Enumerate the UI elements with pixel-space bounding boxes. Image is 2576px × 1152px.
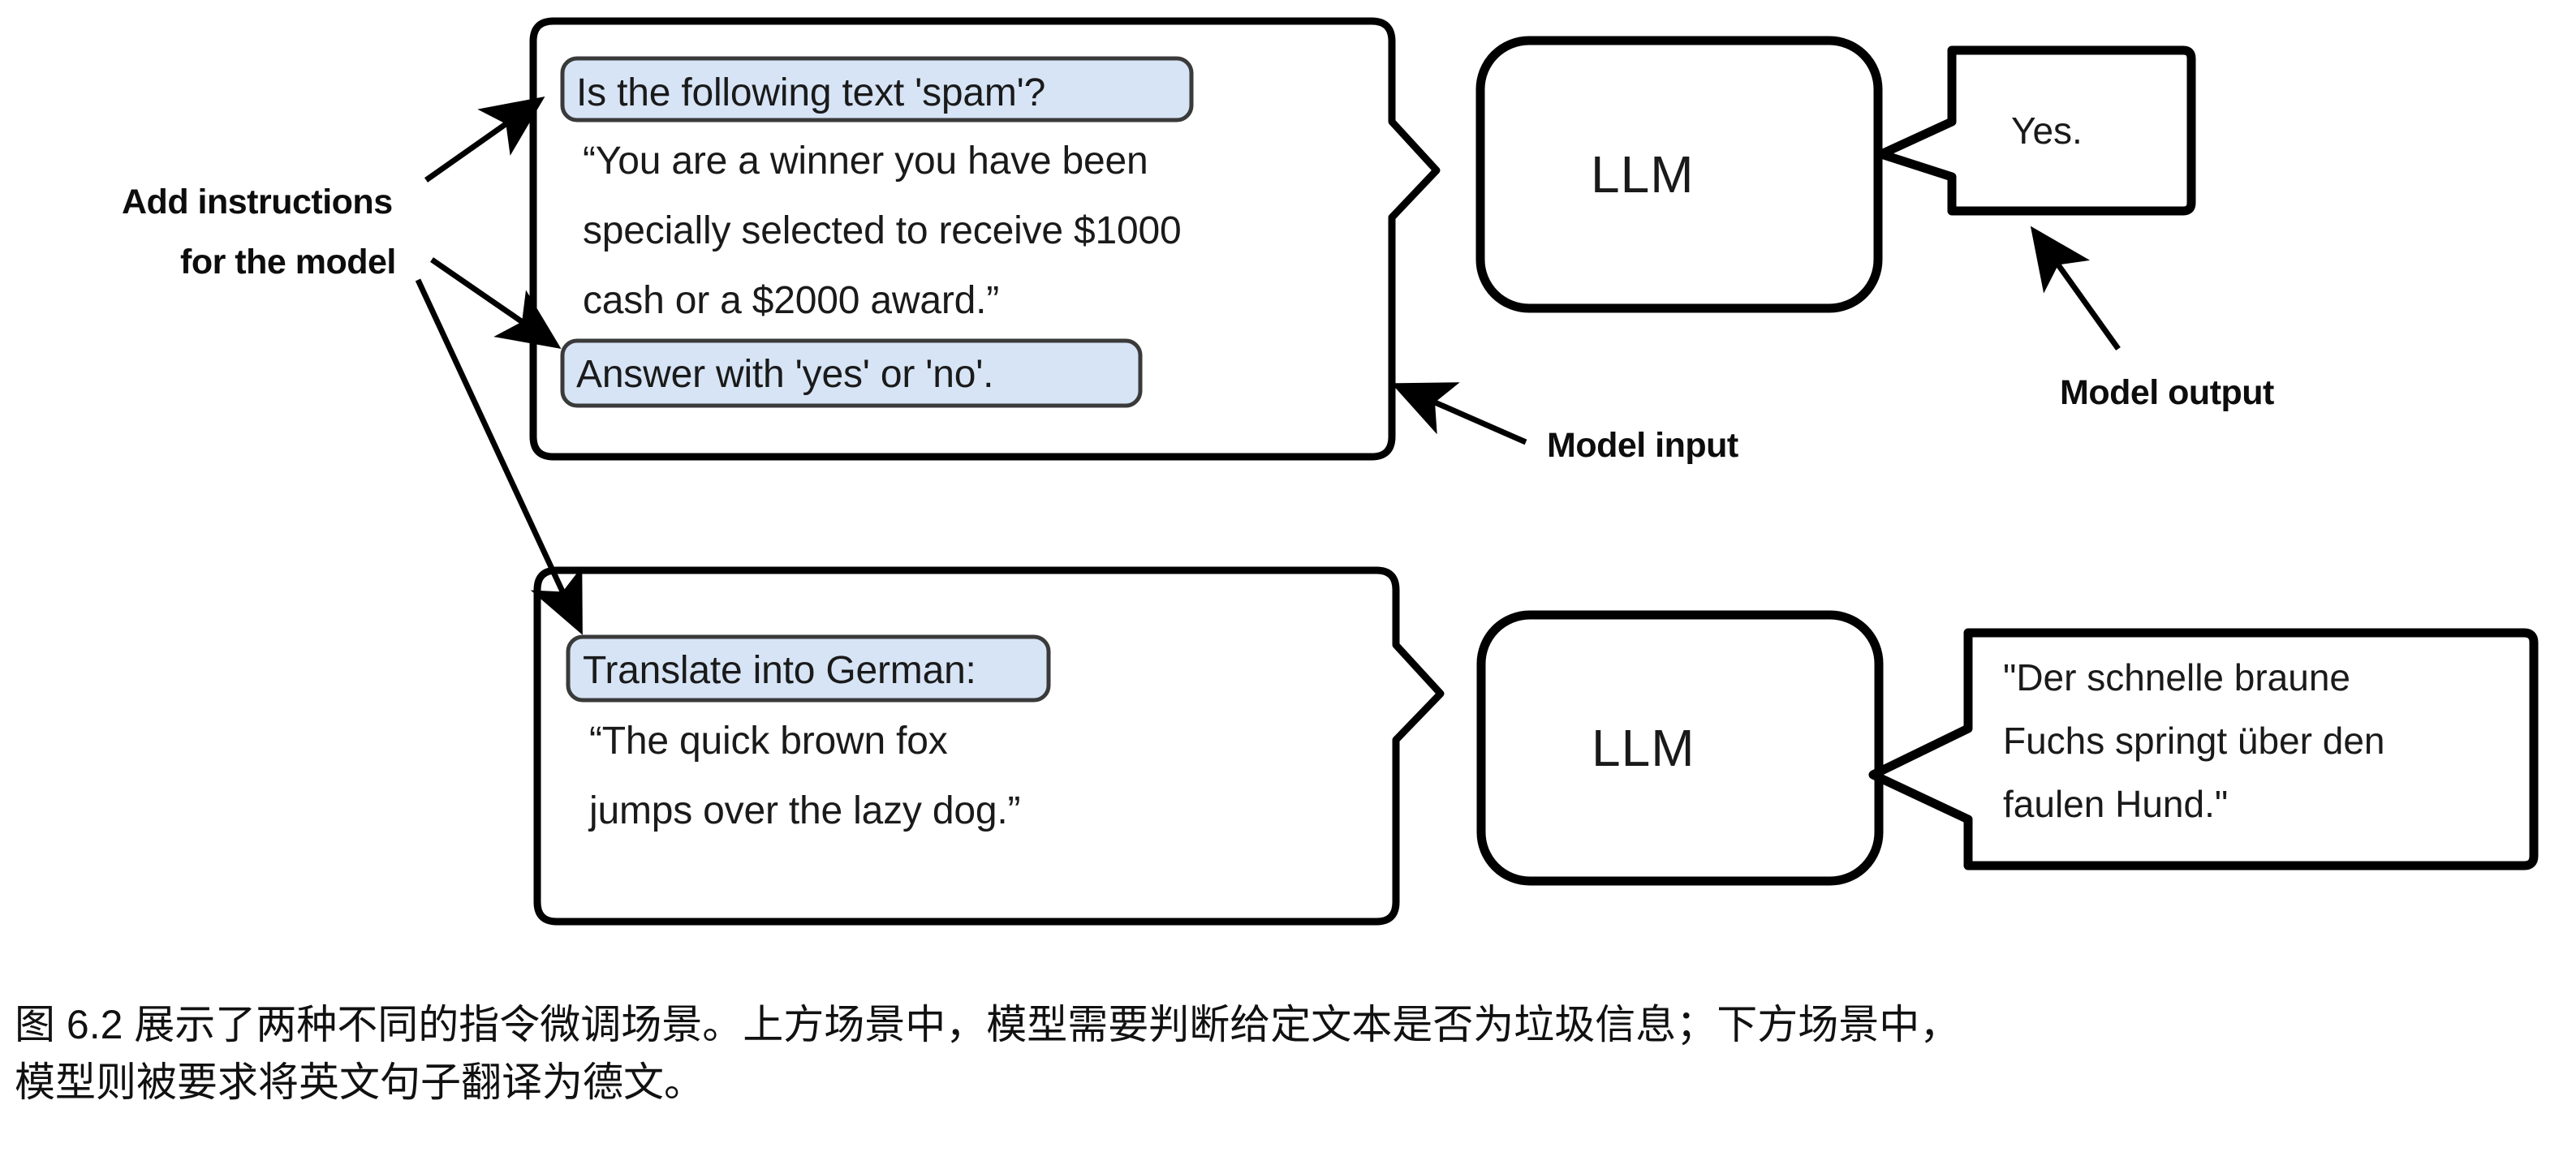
annotation-add-instructions-line1: Add instructions — [122, 183, 393, 221]
llm-label-bottom: LLM — [1592, 719, 1695, 777]
instruction-pill-top — [560, 56, 1194, 123]
prompt-body-line: “The quick brown fox — [589, 720, 948, 763]
arrow-instructions-to-answer-pill — [430, 257, 562, 349]
instruction-pill-top-label: Is the following text 'spam'? — [576, 71, 1046, 114]
arrow-model-output-label — [2030, 226, 2121, 351]
llm-label-top: LLM — [1591, 145, 1695, 204]
instruction-pill-bottom — [560, 338, 1143, 408]
prompt-body-line: cash or a $2000 award.” — [583, 279, 1000, 322]
annotation-model-input: Model input — [1547, 426, 1738, 465]
instruction-pill-bottom-label: Answer with 'yes' or 'no'. — [576, 353, 994, 396]
output-bubble-bottom-line: faulen Hund." — [2003, 783, 2229, 825]
prompt-body-line: specially selected to receive $1000 — [583, 209, 1182, 252]
output-bubble-bottom-line: "Der schnelle braune — [2003, 656, 2351, 699]
prompt-body-line: “You are a winner you have been — [583, 140, 1148, 183]
output-bubble-top — [1876, 45, 2196, 216]
instruction-pill-translate — [566, 634, 1051, 703]
arrow-instructions-to-top-pill — [424, 96, 545, 183]
figure-caption: 图 6.2 展示了两种不同的指令微调场景。上方场景中，模型需要判断给定文本是否为… — [15, 1002, 1961, 1105]
annotation-model-output: Model output — [2060, 373, 2274, 412]
arrow-instructions-to-translate-pill — [415, 278, 583, 635]
llm-box-bottom — [1476, 610, 1884, 886]
output-bubble-bottom-line: Fuchs springt über den — [2003, 720, 2385, 762]
llm-box-top — [1475, 36, 1883, 313]
output-bubble-top-line: Yes. — [2011, 110, 2083, 152]
output-bubble-bottom — [1868, 628, 2539, 870]
instruction-pill-translate-label: Translate into German: — [583, 649, 976, 692]
arrow-model-input-label — [1391, 382, 1527, 445]
annotation-add-instructions-line2: for the model — [180, 243, 396, 282]
prompt-body-line: jumps over the lazy dog.” — [589, 789, 1021, 832]
